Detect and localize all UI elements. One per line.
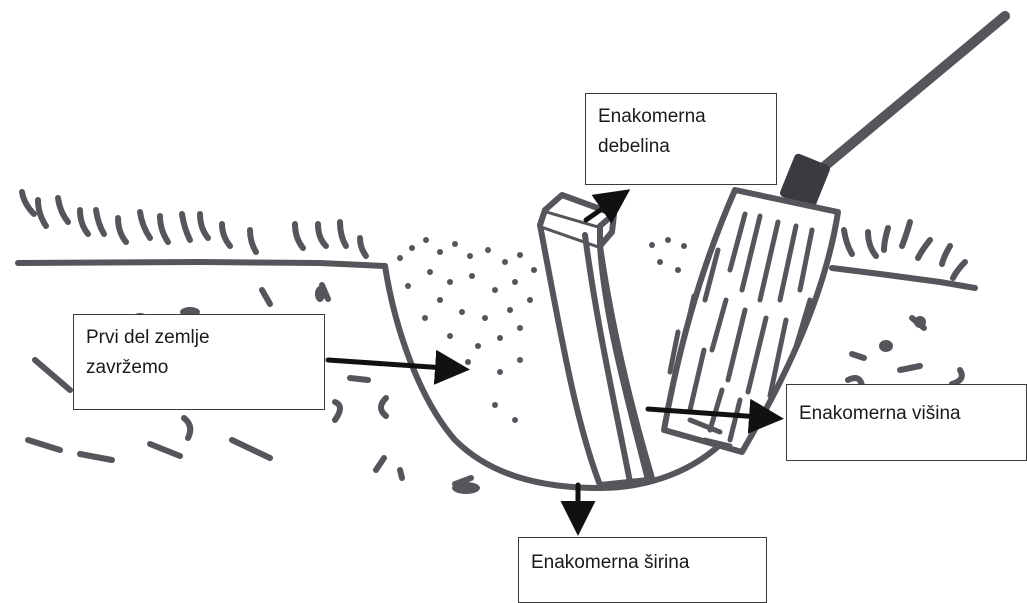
arrow-first-soil [328, 360, 460, 369]
label-uniform-height: Enakomerna višina [786, 384, 1027, 461]
grass-left [22, 192, 366, 256]
label-uniform-width: Enakomerna širina [518, 537, 767, 603]
loose-soil-dots [397, 237, 687, 423]
label-uniform-thickness: Enakomerna debelina [585, 93, 777, 185]
spade-handle [808, 16, 1005, 180]
soil-slice-icon [540, 195, 652, 485]
ground-surface [18, 262, 975, 288]
label-discard-first-soil: Prvi del zemlje zavržemo [73, 314, 325, 410]
